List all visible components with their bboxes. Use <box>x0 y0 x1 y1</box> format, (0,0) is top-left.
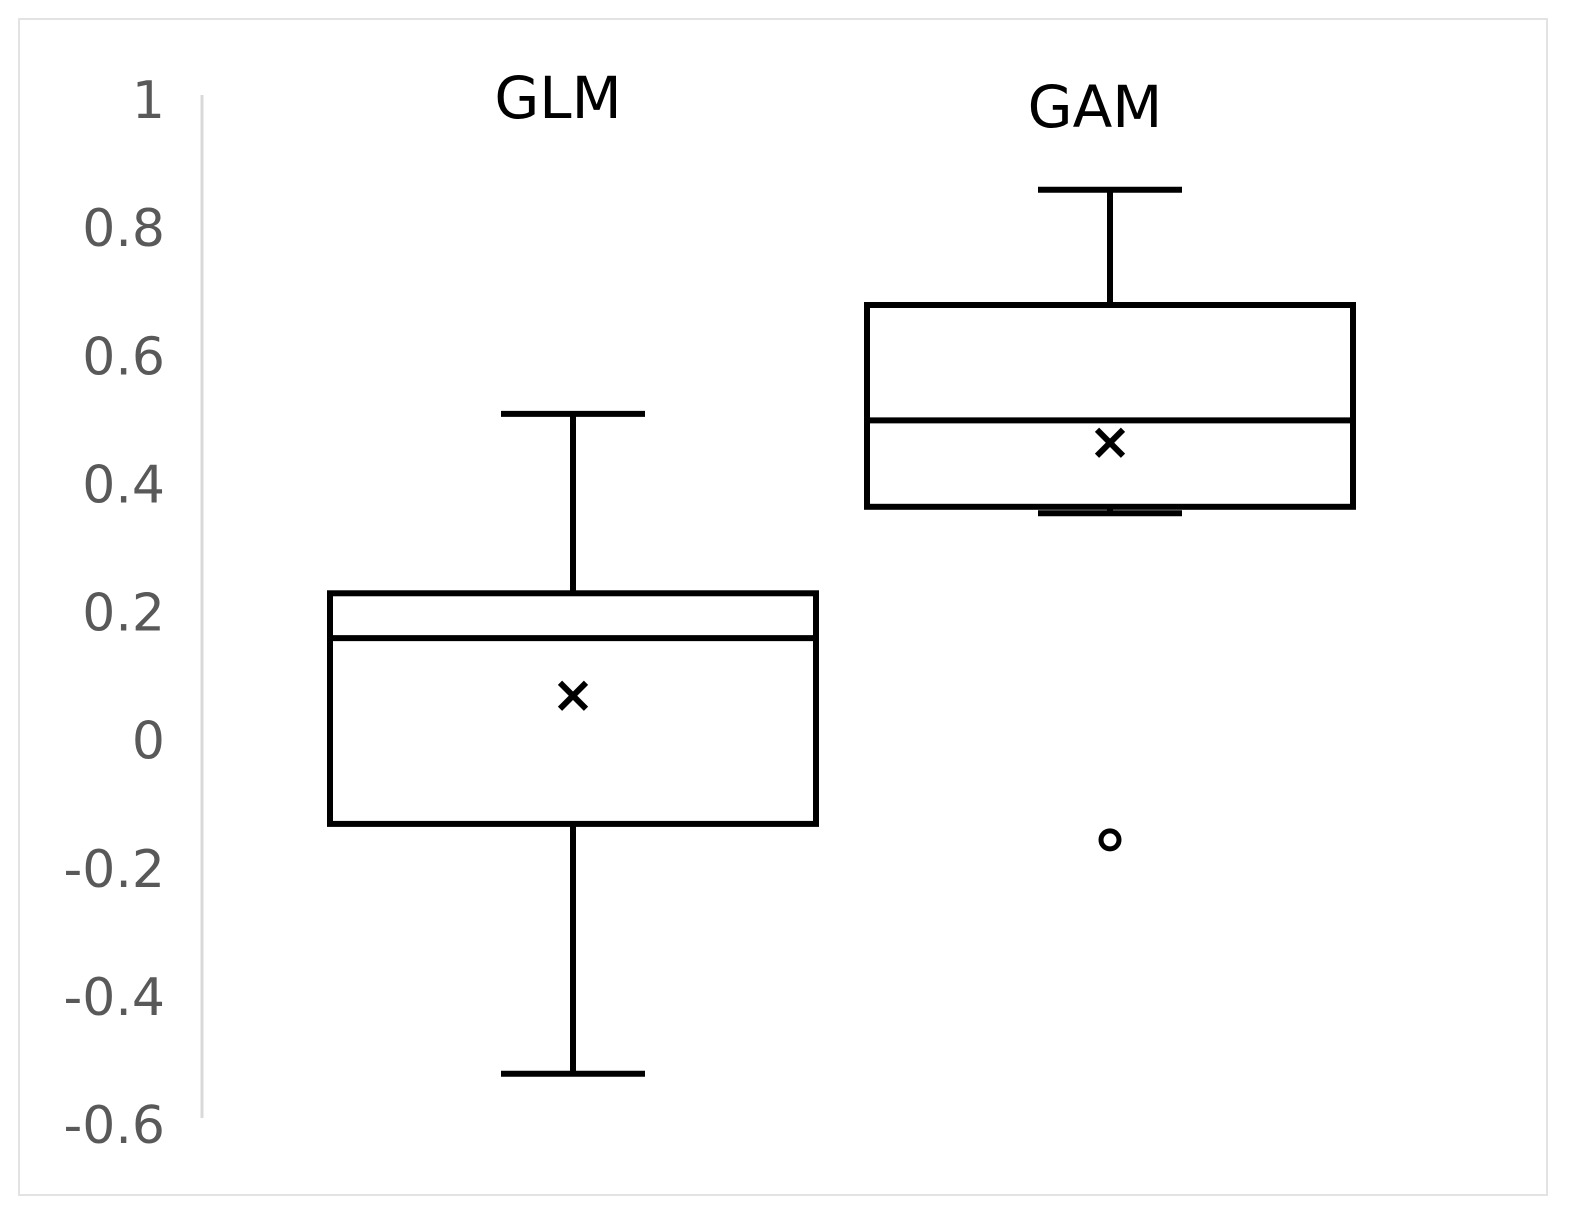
y-tick-labels: 1 0.8 0.6 0.4 0.2 0 -0.2 -0.4 -0.6 <box>64 71 165 1156</box>
y-tick-label: 0.4 <box>82 455 165 515</box>
y-tick-label: 0.2 <box>82 584 165 644</box>
iqr-box <box>327 590 819 827</box>
y-tick-label: 0 <box>132 712 165 772</box>
y-tick-label: -0.6 <box>64 1096 165 1156</box>
box-gam: GAM <box>864 73 1356 852</box>
outlier-point <box>1098 828 1122 852</box>
y-tick-label: -0.4 <box>64 968 165 1028</box>
category-label: GLM <box>494 64 621 132</box>
box-series: GLM GAM <box>327 64 1356 1077</box>
y-tick-label: 0.6 <box>82 327 165 387</box>
iqr-box <box>864 302 1356 510</box>
y-tick-label: 0.8 <box>82 199 165 259</box>
box-glm: GLM <box>327 64 819 1077</box>
y-tick-label: -0.2 <box>64 840 165 900</box>
mean-marker <box>557 680 589 711</box>
mean-marker <box>1094 427 1126 458</box>
y-tick-label: 1 <box>132 71 165 131</box>
category-label: GAM <box>1028 73 1163 141</box>
